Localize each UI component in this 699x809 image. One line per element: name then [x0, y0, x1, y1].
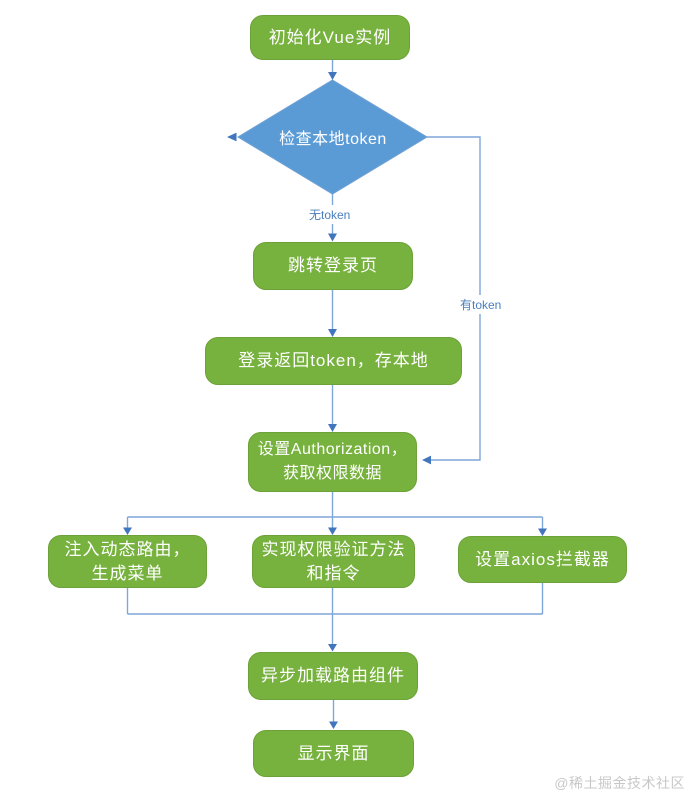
- node-login-return-token: 登录返回token，存本地: [205, 337, 462, 385]
- edge-label-has-token: 有token: [457, 295, 505, 314]
- node-implement-permission: 实现权限验证方法和指令: [252, 535, 415, 588]
- node-init-vue: 初始化Vue实例: [250, 15, 410, 60]
- arrowhead-into-goto-login: [328, 233, 337, 242]
- arrowhead-into-set-auth-right: [422, 455, 431, 465]
- arrowhead-into-inject-routes: [123, 527, 132, 535]
- arrowhead-into-async-load: [328, 644, 337, 652]
- arrowhead-into-show-ui: [329, 721, 338, 729]
- arrowhead-into-set-auth-top: [328, 424, 337, 432]
- edge-label-no-token: 无token: [306, 205, 354, 224]
- arrowhead-into-axios: [538, 528, 547, 536]
- node-async-load-routes: 异步加载路由组件: [248, 652, 418, 700]
- watermark-text: @稀土掘金技术社区: [554, 775, 685, 791]
- node-set-authorization: 设置Authorization，获取权限数据: [248, 432, 417, 492]
- node-check-token-label: 检查本地token: [279, 131, 387, 148]
- arrowhead-into-impl-permission: [328, 527, 337, 535]
- node-inject-dynamic-routes: 注入动态路由，生成菜单: [48, 535, 207, 588]
- arrowhead-into-login-return: [328, 329, 337, 337]
- node-show-ui: 显示界面: [253, 730, 414, 777]
- arrowhead-into-diamond: [328, 72, 337, 80]
- node-goto-login: 跳转登录页: [253, 242, 413, 290]
- arrowhead-diamond-left: [227, 132, 237, 142]
- decision-diamond-shape: [237, 79, 428, 195]
- node-axios-interceptor: 设置axios拦截器: [458, 536, 627, 583]
